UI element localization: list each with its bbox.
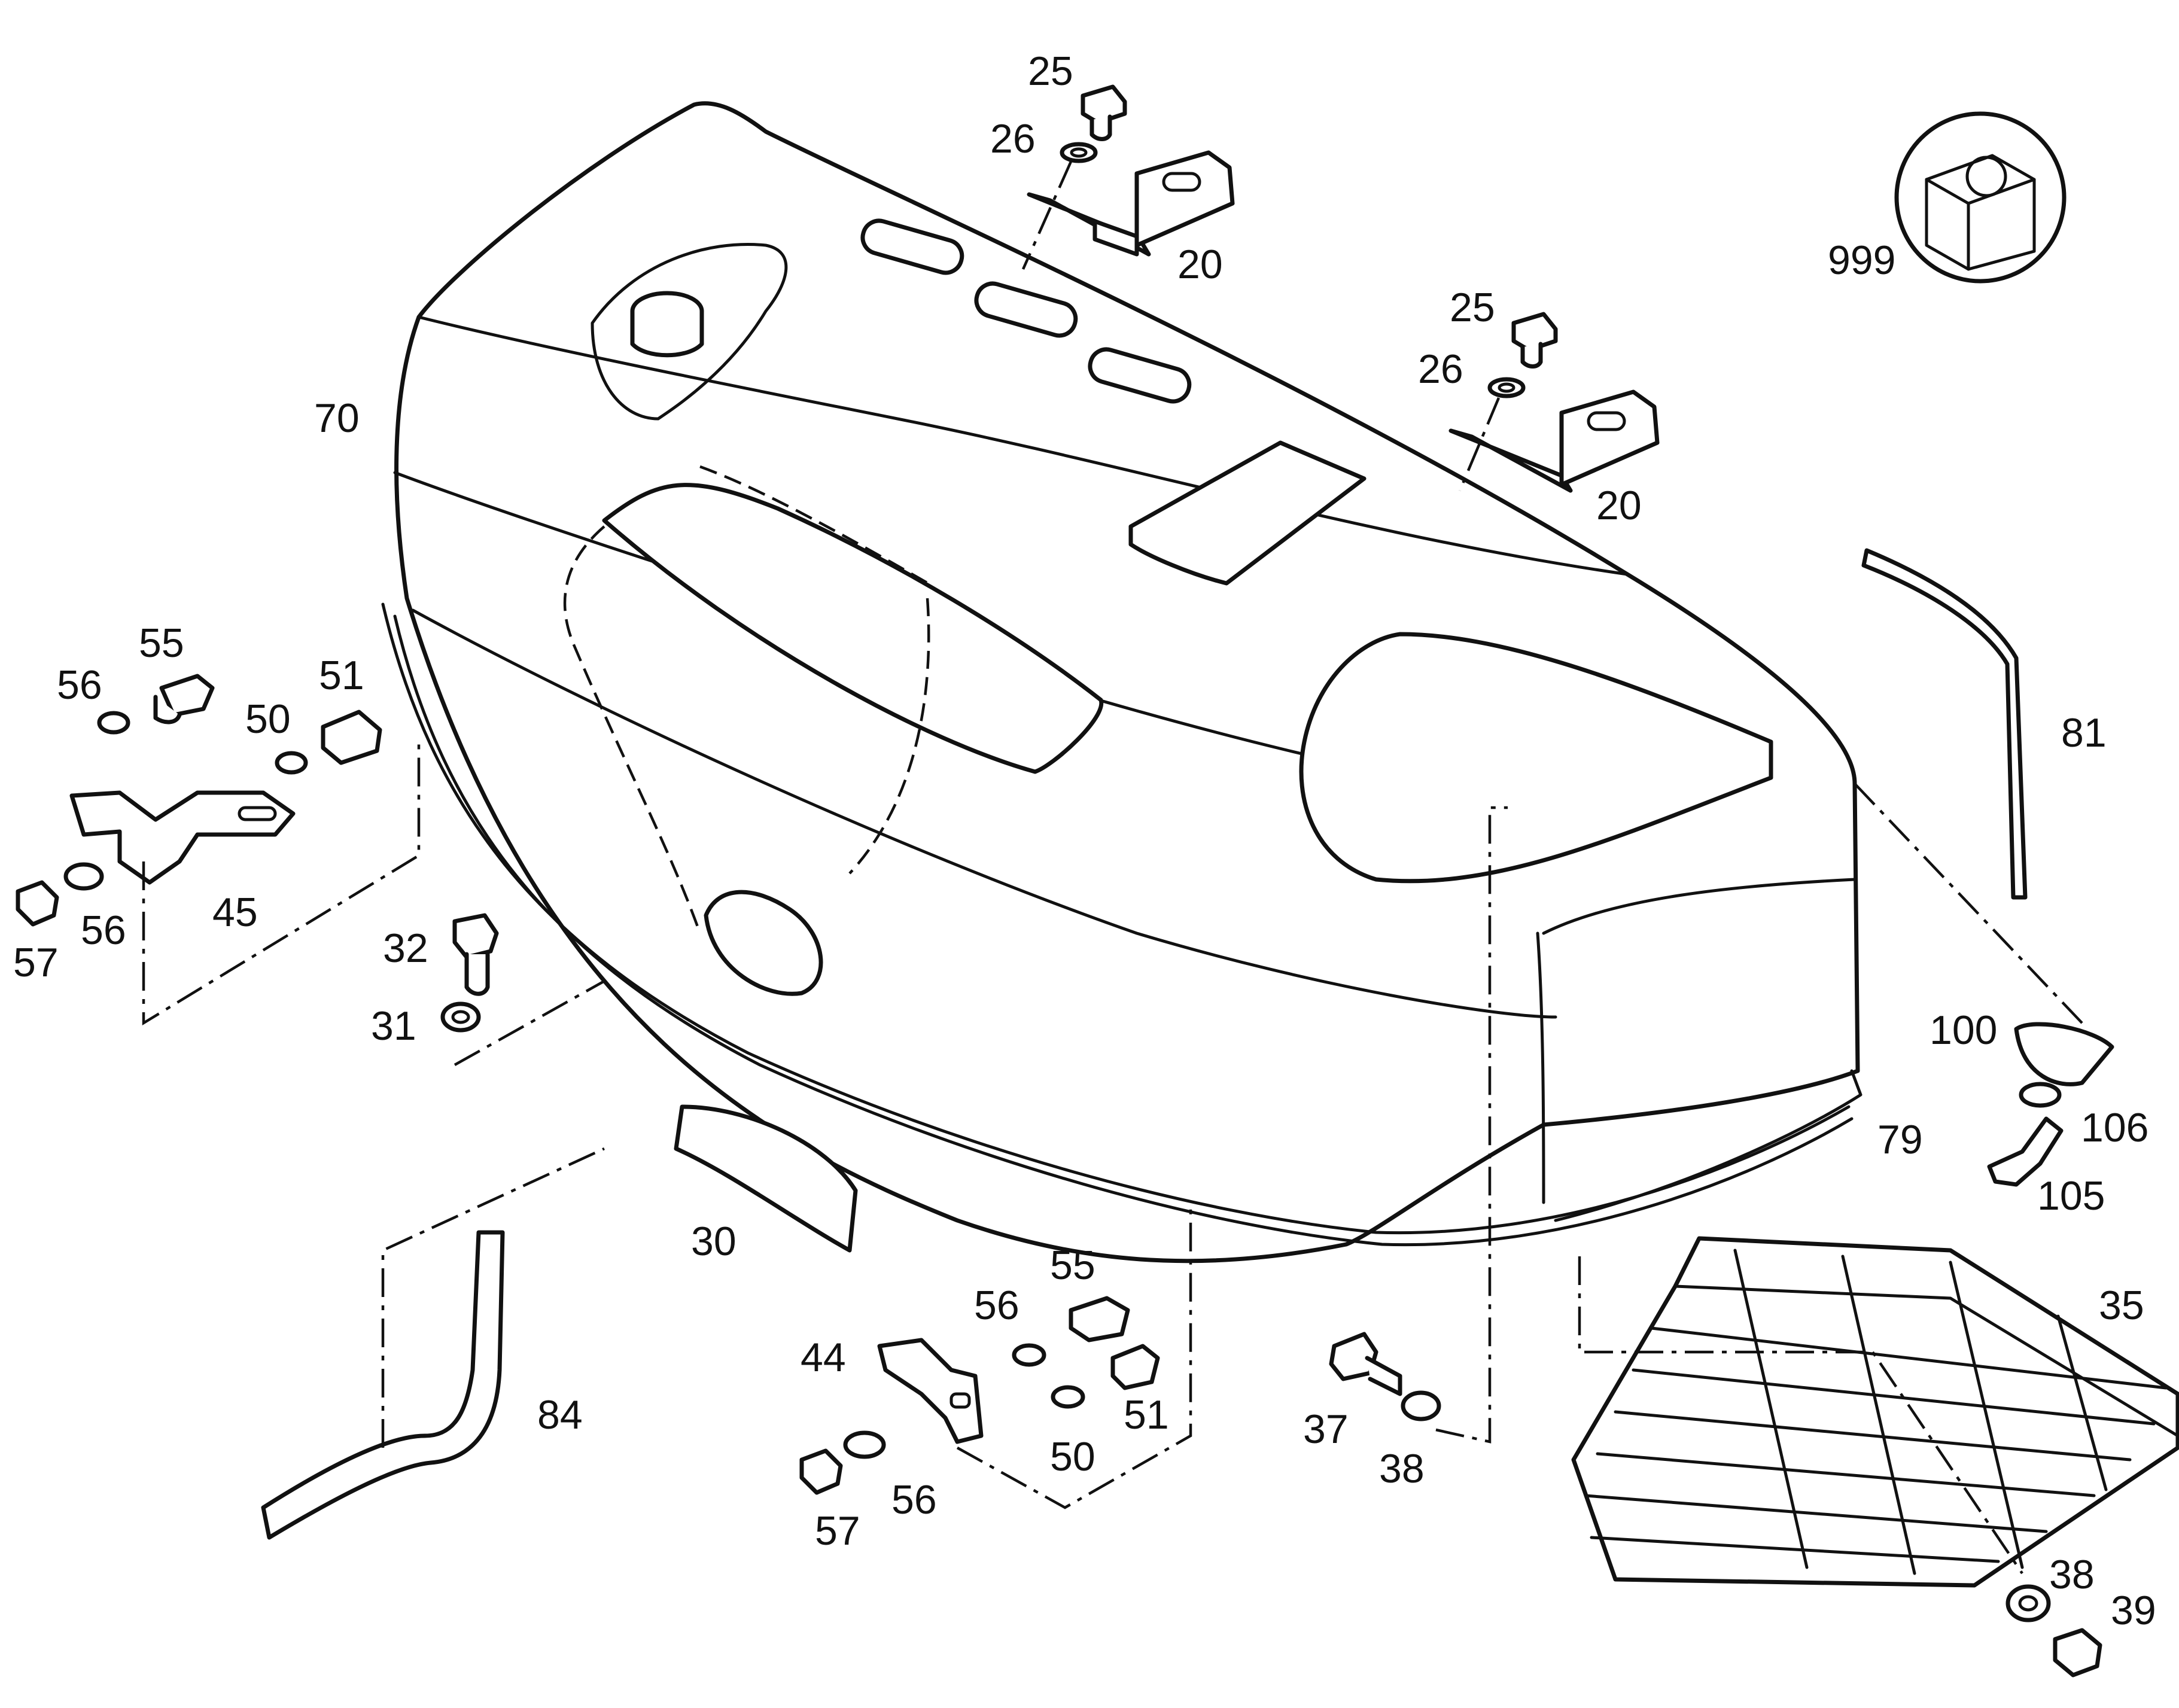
logo-plate bbox=[674, 1104, 858, 1253]
seal-strip bbox=[1554, 1069, 1863, 1222]
callout-56-left-top: 56 bbox=[57, 662, 102, 708]
callout-25-top-left: 25 bbox=[1028, 48, 1073, 94]
callout-45: 45 bbox=[212, 890, 258, 935]
callout-50-bottom: 50 bbox=[1050, 1434, 1095, 1479]
callout-105: 105 bbox=[2037, 1173, 2105, 1219]
hinge-assembly-left bbox=[1021, 84, 1235, 270]
callout-51-left: 51 bbox=[319, 653, 364, 698]
callout-31: 31 bbox=[371, 1003, 416, 1049]
callout-26-top-right: 26 bbox=[1418, 346, 1463, 392]
callout-100: 100 bbox=[1930, 1007, 1997, 1053]
callout-70: 70 bbox=[314, 395, 360, 441]
counterweight-body bbox=[381, 101, 1860, 1264]
callout-79: 79 bbox=[1877, 1117, 1923, 1162]
callout-81: 81 bbox=[2061, 710, 2107, 756]
washer-nut-lower bbox=[2005, 1584, 2102, 1677]
callout-84: 84 bbox=[537, 1392, 583, 1438]
callout-999: 999 bbox=[1828, 238, 1895, 283]
callout-20-top-right: 20 bbox=[1596, 483, 1642, 528]
grille-guard bbox=[1571, 1236, 2179, 1588]
callout-20-top-left: 20 bbox=[1177, 242, 1223, 287]
callout-37: 37 bbox=[1303, 1406, 1349, 1452]
bracket-assembly-bottom bbox=[799, 1208, 1192, 1509]
callout-25-top-right: 25 bbox=[1450, 285, 1495, 330]
callout-56-bottom-top: 56 bbox=[974, 1283, 1019, 1328]
callout-57-bottom: 57 bbox=[815, 1508, 860, 1554]
callout-56-left-bot: 56 bbox=[81, 908, 126, 953]
callout-labels: 25 26 20 25 26 20 999 70 81 55 56 51 50 … bbox=[13, 48, 2156, 1633]
callout-38-right: 38 bbox=[2049, 1552, 2095, 1597]
callout-51-bottom: 51 bbox=[1124, 1392, 1169, 1438]
callout-56-bottom-bot: 56 bbox=[891, 1477, 937, 1523]
callout-30: 30 bbox=[691, 1219, 737, 1264]
bracket-assembly-left bbox=[16, 674, 421, 1026]
cover-cap-assembly bbox=[1854, 783, 2114, 1187]
callout-38-middle: 38 bbox=[1379, 1446, 1425, 1491]
callout-32: 32 bbox=[383, 925, 428, 971]
callout-57-left: 57 bbox=[13, 940, 59, 985]
bolt-washer-front bbox=[440, 913, 605, 1066]
callout-106: 106 bbox=[2081, 1105, 2148, 1150]
callout-55-left: 55 bbox=[139, 620, 184, 666]
rubber-strip bbox=[1861, 548, 2028, 900]
callout-35: 35 bbox=[2099, 1283, 2144, 1328]
service-kit-icon bbox=[1894, 111, 2067, 284]
hinge-assembly-right bbox=[1448, 312, 1660, 493]
bolt-washer-lower bbox=[1329, 806, 1508, 1444]
callout-44: 44 bbox=[801, 1335, 846, 1380]
callout-55-bottom: 55 bbox=[1050, 1243, 1095, 1288]
pipe bbox=[261, 1147, 605, 1540]
callout-26-top-left: 26 bbox=[990, 116, 1036, 162]
callout-50-left: 50 bbox=[245, 696, 291, 742]
callout-39: 39 bbox=[2111, 1588, 2156, 1633]
